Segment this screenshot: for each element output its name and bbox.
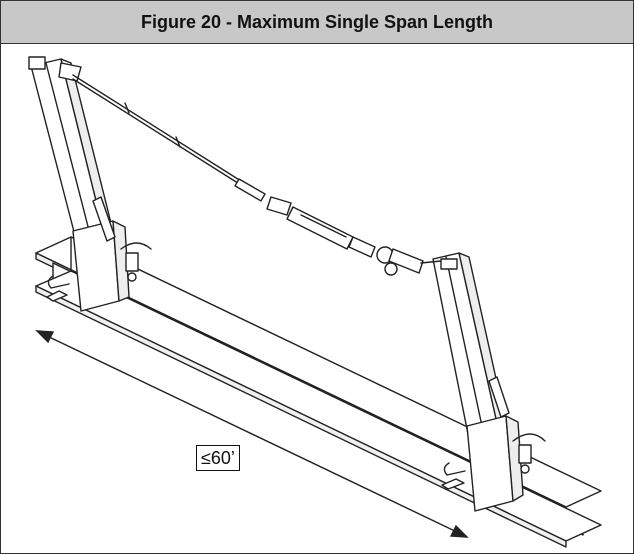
lifeline-cable (72, 74, 442, 276)
i-beam (35, 236, 602, 548)
right-post (432, 252, 546, 512)
span-dimension-arrow (35, 330, 469, 538)
horizontal-lifeline-drawing (28, 56, 602, 548)
span-length-label: ≤60’ (196, 445, 240, 471)
figure-title: Figure 20 - Maximum Single Span Length (1, 1, 633, 44)
left-post (28, 56, 152, 312)
